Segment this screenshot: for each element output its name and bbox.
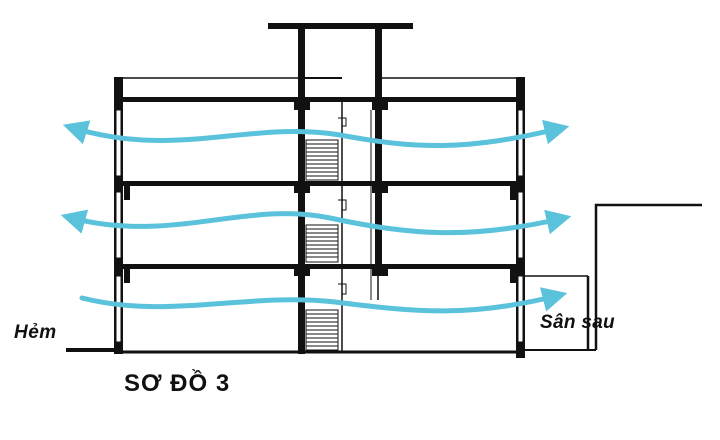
ground-line: [66, 348, 596, 354]
backyard-label: Sân sau: [540, 312, 615, 333]
airflow-arrow-middle: [60, 209, 572, 236]
alley-label: Hẻm: [14, 322, 57, 343]
left-facade: [114, 77, 130, 354]
stair-flights: [305, 117, 347, 351]
right-facade: [510, 77, 525, 358]
floor-slabs: [118, 97, 524, 269]
airflow-arrow-ground: [79, 287, 568, 314]
airflow-arrow-upper: [62, 119, 570, 148]
airflow-arrows: [60, 119, 572, 314]
diagram-title: SƠ ĐỒ 3: [124, 370, 231, 397]
backyard-wall: [525, 203, 702, 350]
